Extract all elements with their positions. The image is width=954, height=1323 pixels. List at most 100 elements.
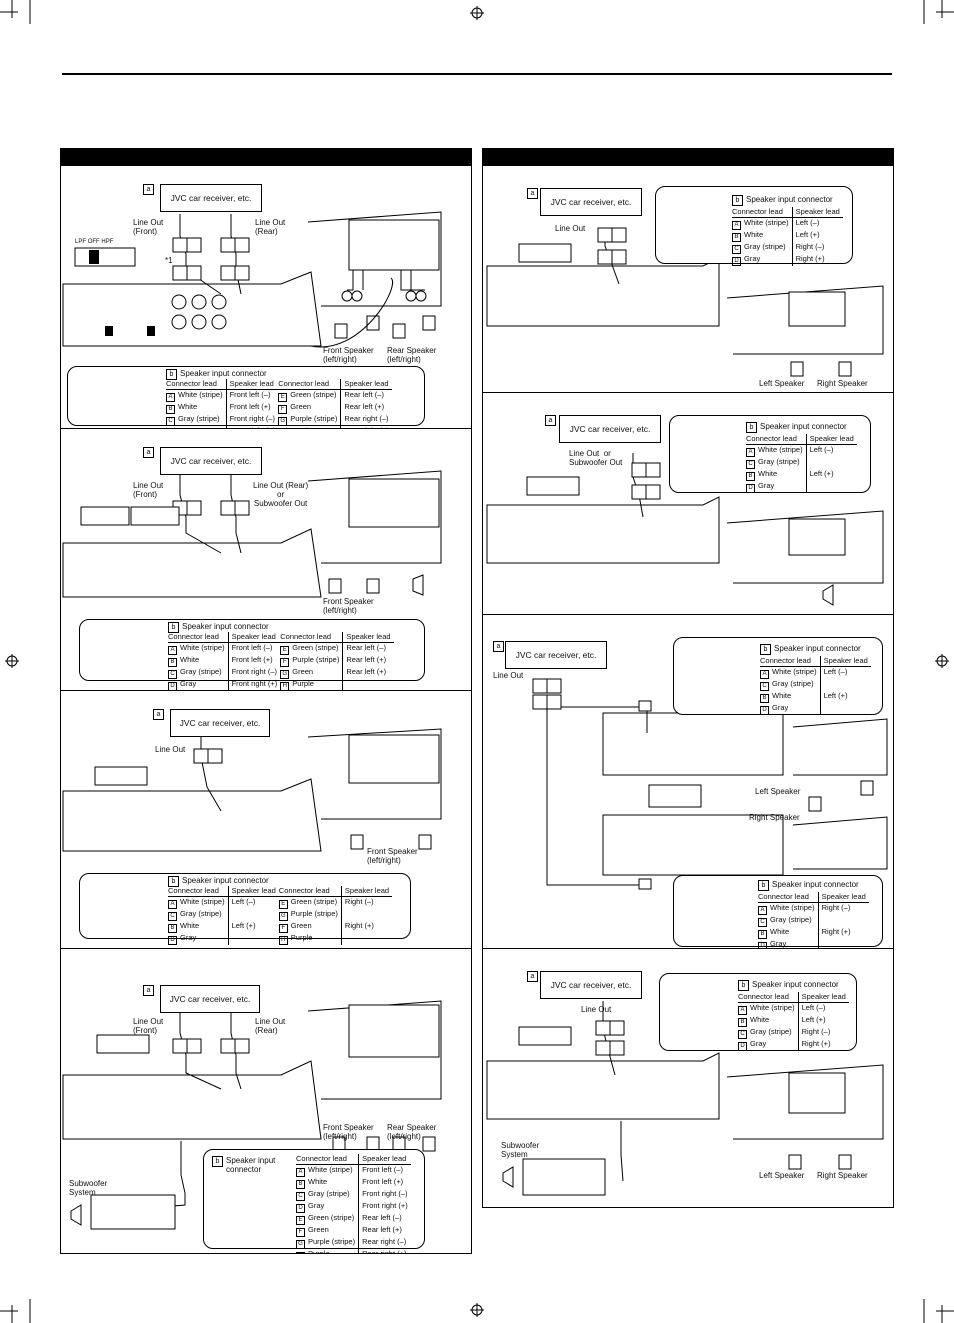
speaker-lead-cell: Rear right (–) [340,413,392,426]
callout-title: Speaker input connector [752,980,839,989]
connector-letter-key: B [760,693,769,703]
speaker-lead-cell [227,908,279,921]
connector-lead-color: Gray [178,426,194,429]
right-speaker-label: Right Speaker [749,813,800,822]
connector-lead-color: Gray (stripe) [308,1188,350,1198]
speaker-input-connector-callout: b Speaker input connector Connector lead… [203,1149,425,1253]
connector-lead-color: Gray (stripe) [744,241,786,251]
speaker-input-connector-callout: b Speaker input connector Connector lead… [655,186,853,266]
table-header-cell: Speaker lead [791,207,843,218]
connector-letter-key: B [296,1179,305,1189]
connector-letter-key: B [168,923,177,933]
connector-letter-key: H [296,1251,305,1253]
table-header-cell: Speaker lead [225,379,279,390]
front-speaker-lr: Front Speaker (left/right) [367,847,418,865]
rear-speaker-lr: Rear Speaker (left/right) [387,346,437,364]
diagram-4ch-front-rear: a JVC car receiver, etc. Line Out (Front… [61,166,471,428]
connector-letter-key: B [758,929,767,939]
speaker-lead-cell: Rear right (–) [358,1236,411,1249]
speaker-lead-cell: Front left (+) [227,654,281,667]
connector-lead-color: Gray [772,702,789,712]
wiring-schematic [486,227,884,377]
speaker-lead-cell: Left (–) [797,1002,849,1015]
connector-letter-key: C [758,917,767,927]
connector-letter-key: B [738,1017,747,1027]
speaker-lead-cell: Right (+) [791,253,843,266]
speaker-lead-cell: Front right (–) [358,1188,411,1201]
speaker-lead-cell: Front right (+) [358,1200,411,1213]
callout-title: Speaker input connector [182,622,269,631]
connector-lead-color: White (stripe) [744,217,789,227]
speaker-lead-cell [805,456,857,469]
table-header-cell: Speaker lead [819,656,871,667]
head-unit-tag: a [527,971,538,982]
speaker-lead-cell [817,914,869,927]
connector-lead-color: White [758,468,778,478]
wiring-schematic [62,1000,442,1230]
head-unit-tag: a [527,188,538,199]
connector-lead-color: Green [308,1224,329,1234]
speaker-lead-cell: Front right (–) [227,666,281,679]
connector-letter-key: B [746,471,755,481]
speaker-lead-cell: Front left (–) [358,1164,411,1177]
table-header-cell: Connector lead [168,632,229,643]
speaker-lead-cell: Front left (–) [227,642,281,655]
table-header-cell: Connector lead [732,207,793,218]
speaker-lead-cell: Right (–) [791,241,843,254]
speaker-lead-cell [342,678,394,691]
header-rule [62,73,892,75]
diagram-mono-bridged: a JVC car receiver, etc. Line Out or Sub… [483,392,893,615]
connector-lead-color: White (stripe) [308,1164,353,1174]
connector-lead-color: White [772,690,792,700]
connector-lead-color: Gray (stripe) [770,914,812,924]
connector-lead-color: Purple [290,932,313,942]
connector-lead-color: White (stripe) [772,666,817,676]
callout-title: Speaker input connector [180,369,267,378]
diagram-4ch-with-subwoofer: a JVC car receiver, etc. Line Out (Front… [61,948,471,1253]
table-header-cell: Speaker lead [340,379,392,390]
head-unit-box: JVC car receiver, etc. [505,641,607,669]
connector-lead-color: Gray [758,480,775,490]
speaker-lead-cell: Right (–) [340,896,393,909]
connector-letter-key: G [280,669,290,679]
connector-letter-key: C [296,1191,305,1201]
connector-lead-color: Purple (stripe) [290,413,338,423]
speaker-lead-cell: Rear left (–) [342,642,394,655]
left-panel-title-bar [61,149,471,166]
connector-letter-key: D [758,941,767,949]
connector-lead-color: Gray [750,1038,767,1048]
line-out-front-label: Line Out (Front) [133,1017,164,1035]
